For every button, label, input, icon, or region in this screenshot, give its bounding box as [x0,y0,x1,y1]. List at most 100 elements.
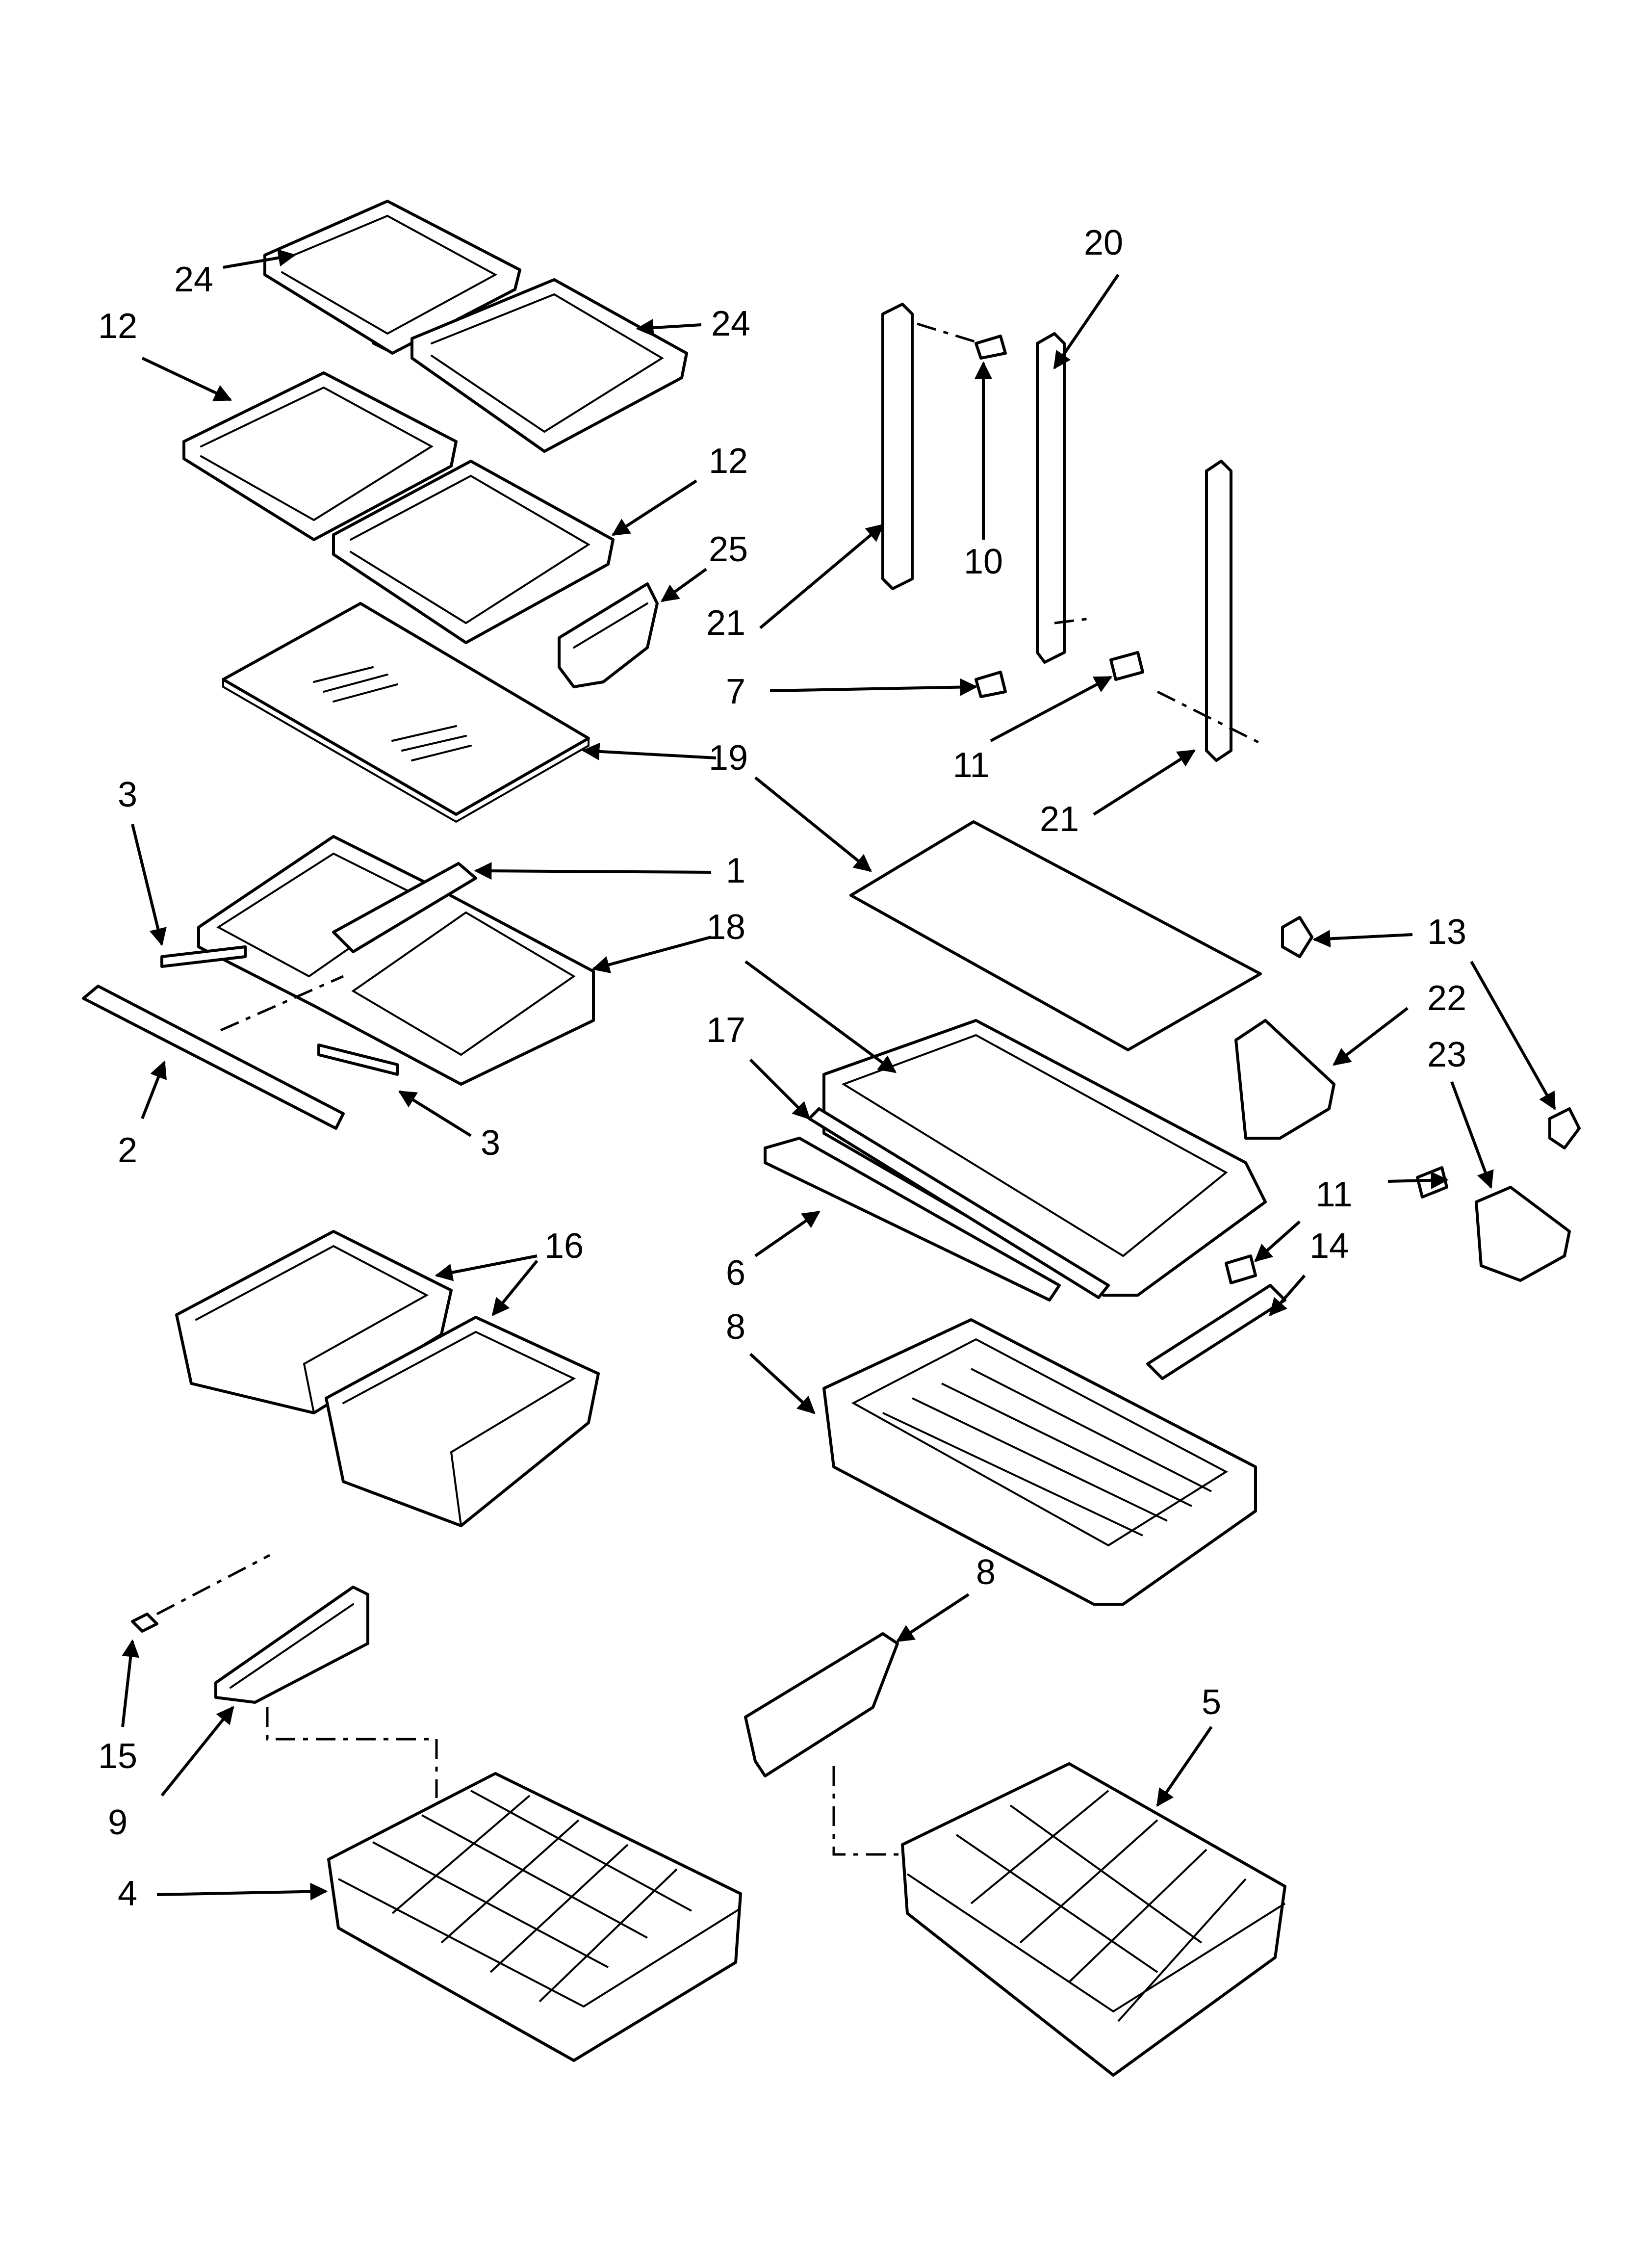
leader-7 [770,678,978,696]
dash-divider-8 [832,1766,922,1856]
label-24b: 24 [711,304,750,343]
label-11b: 11 [953,746,990,785]
screw-11-lower [1225,1254,1257,1284]
screw-7 [975,671,1007,698]
label-20: 20 [1084,223,1123,262]
label-13: 13 [1427,912,1466,952]
dash-screw-15 [156,1554,271,1616]
leader-24b [636,319,702,337]
dash-crisper-slide [220,975,344,1032]
leader-13a [1312,930,1413,948]
label-3b: 3 [481,1123,500,1163]
shelf-support-25 [558,582,659,688]
screw-11-right [1416,1166,1448,1199]
label-21a: 21 [706,603,745,643]
leader-17 [749,1058,811,1120]
clip-13-upper [1281,916,1313,958]
label-17: 17 [706,1011,745,1050]
leader-10 [160,1706,234,1797]
leader-13b [1470,961,1556,1111]
basket-divider-8 [744,1632,899,1777]
label-22: 22 [1427,979,1466,1018]
crisper-cover-frame-18 [197,835,595,1086]
leader-18a [591,936,712,973]
leader-5 [1156,1726,1213,1807]
leader-11d [1254,1220,1301,1262]
crisper-cover-18-right [822,1019,1267,1297]
leader-2 [141,1060,167,1120]
label-5: 5 [1202,1683,1221,1722]
slide-3-upper [160,945,247,968]
rail-21-upper [881,303,914,590]
leader-lines [121,249,1556,1901]
label-12b: 12 [709,442,748,481]
leader-21b [1093,749,1196,816]
leader-8 [896,1593,970,1642]
label-9: 8 [726,1307,745,1347]
leader-22 [1333,1007,1409,1066]
clip-13-lower [1548,1107,1581,1149]
screw-11-middle [1109,651,1144,681]
leader-1 [474,862,712,880]
label-15: 15 [98,1737,137,1776]
screw-15 [131,1613,158,1633]
leader-19b [754,776,872,872]
shelf-24-left [263,200,521,355]
label-6: 6 [726,1253,745,1293]
dash-rail-lower [1054,617,1094,625]
crisper-drawer-16-right [325,1316,600,1527]
glass-shelf-19-upper [222,602,590,823]
leader-14 [1269,1275,1306,1316]
leader-19a [582,742,717,760]
rail-20 [1036,332,1066,664]
pantry-drawer-9 [822,1318,1257,1606]
bracket-14 [1146,1284,1286,1380]
leader-3b [398,1090,472,1137]
leader-18b [744,960,897,1073]
label-16: 16 [544,1226,584,1266]
trim-2 [82,985,345,1130]
glass-shelf-19-lower [849,820,1262,1051]
shelf-24-right [410,278,688,453]
label-24a: 24 [174,260,213,299]
label-8: 8 [976,1553,996,1592]
trim-6 [764,1137,1061,1302]
leader-12a [141,357,232,401]
basket-divider-10 [214,1586,369,1704]
leader-16a [435,1254,538,1281]
screw-11-upper [975,335,1007,360]
leader-11c [1387,1171,1449,1189]
leader-12b [611,479,697,536]
wire-basket-4 [327,1772,742,2062]
label-3a: 3 [118,775,137,814]
label-10: 9 [108,1803,128,1842]
leader-9 [749,1353,816,1414]
dash-rail-upper [917,322,981,345]
label-11c: 11 [1316,1175,1353,1214]
leader-11b [990,676,1113,742]
shelf-12-right [332,460,615,644]
label-25: 25 [709,530,748,569]
support-22 [1234,1019,1335,1140]
label-14: 14 [1309,1226,1349,1266]
label-19: 19 [709,738,748,778]
rail-21-lower [1205,460,1232,762]
leader-15 [121,1639,140,1727]
leader-25 [661,568,707,602]
wire-basket-5 [901,1762,1286,2077]
support-23 [1475,1186,1571,1282]
label-11a: 10 [964,542,1003,581]
leader-21a [759,523,884,629]
shelf-12-left [182,371,458,541]
label-4: 4 [118,1874,137,1913]
leader-24a [223,249,296,269]
label-1: 1 [726,851,745,890]
leader-3a [131,824,167,946]
label-23: 23 [1427,1035,1466,1074]
slide-3-lower [317,1043,399,1076]
leader-6 [754,1210,821,1257]
leader-20 [1053,274,1120,369]
label-18: 18 [706,908,745,947]
label-12a: 12 [98,307,137,346]
